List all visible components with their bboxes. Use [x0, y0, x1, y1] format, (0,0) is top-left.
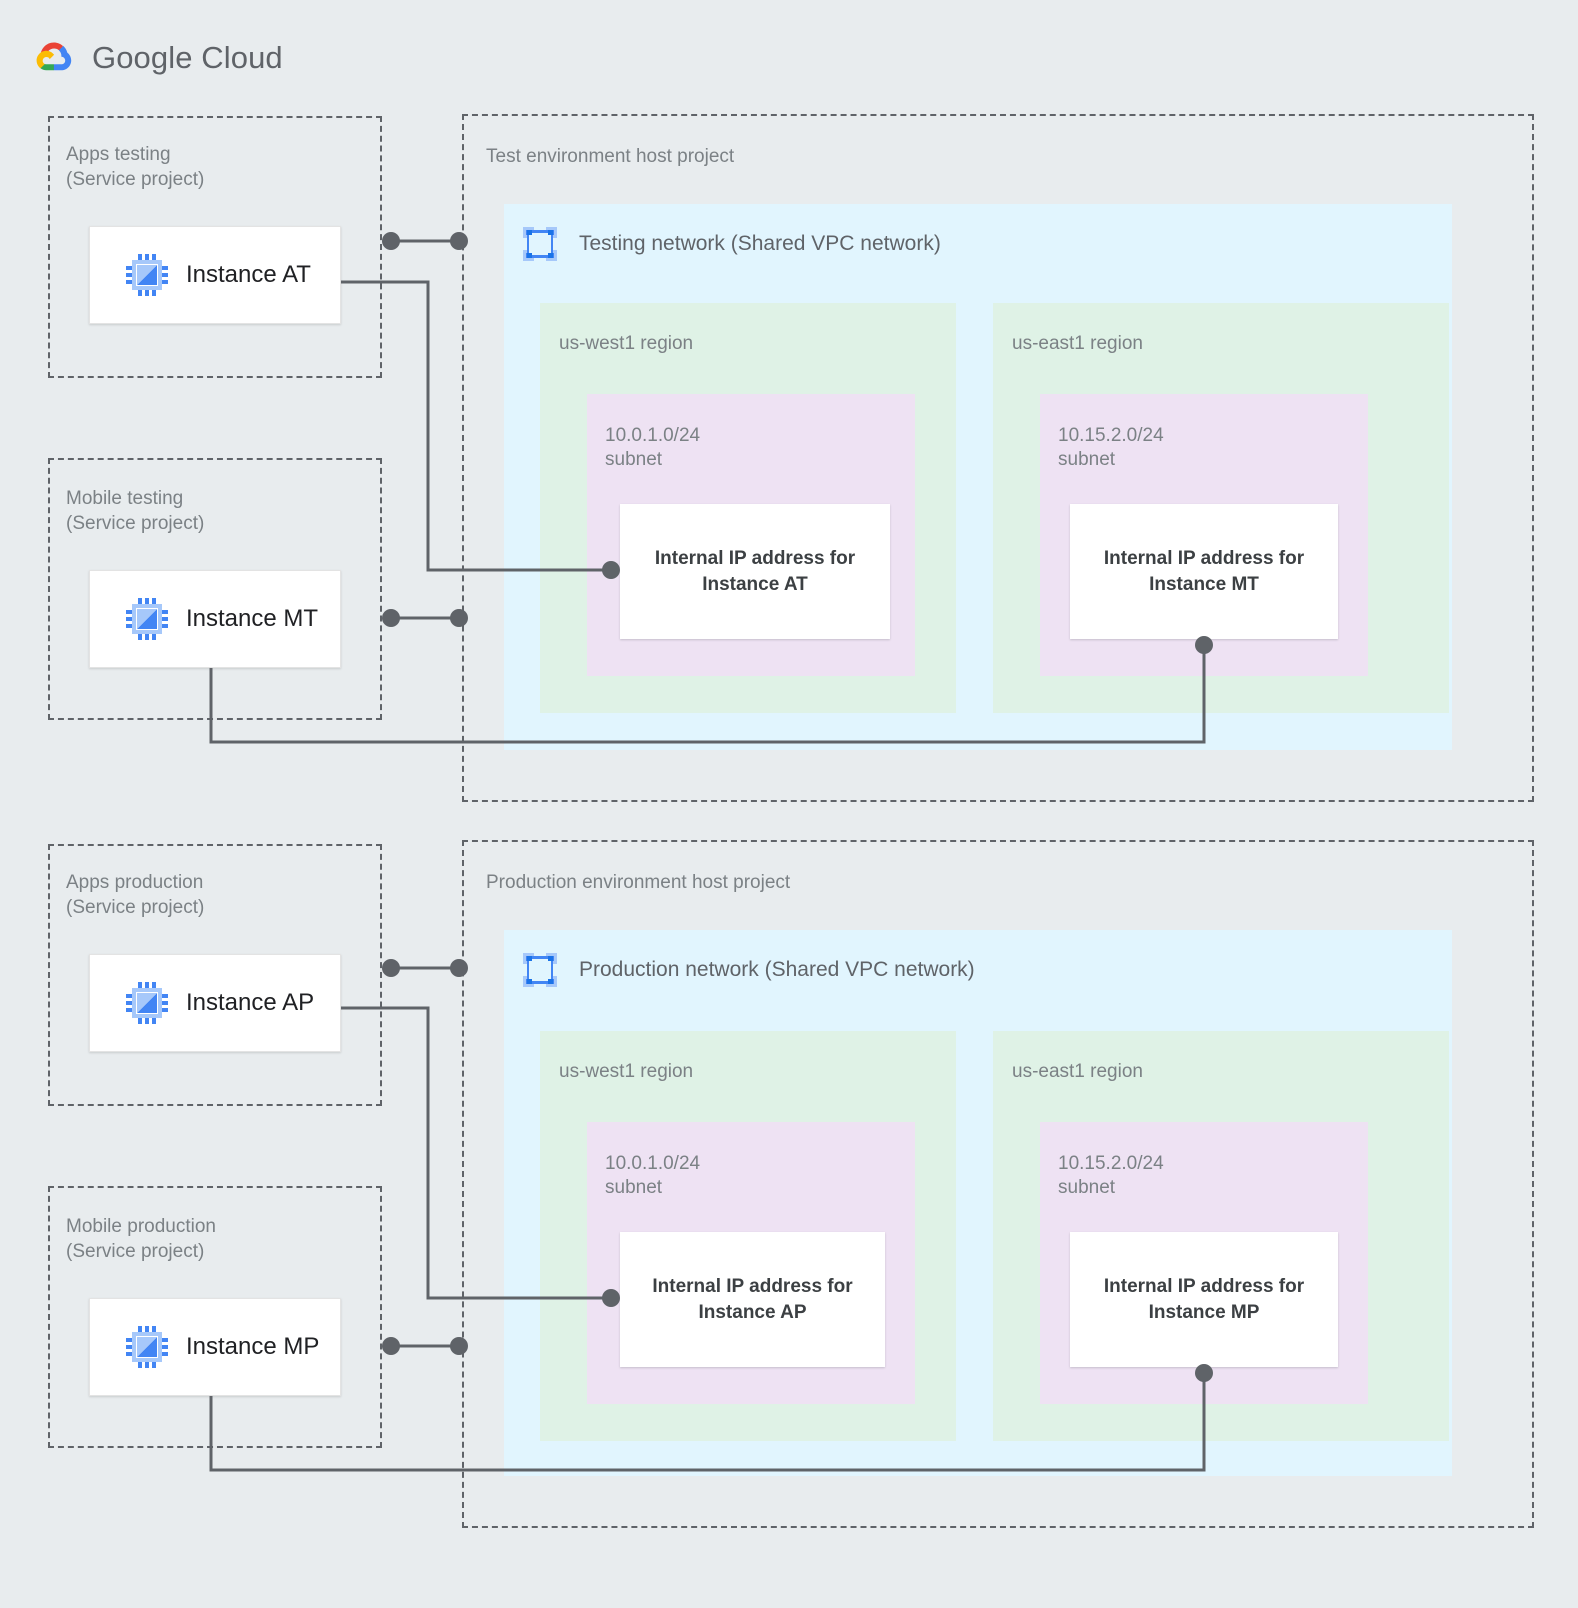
- region-test-us-west1-label: us-west1 region: [559, 333, 694, 354]
- wire-dot-at-left: [382, 232, 400, 250]
- service-project-mobile-testing-label: Mobile testing (Service project): [66, 488, 205, 534]
- service-project-apps-production-label: Apps production (Service project): [66, 872, 205, 918]
- service-project-apps-production: [48, 844, 382, 1106]
- wire-dot-ap-left: [382, 959, 400, 977]
- vpc-network-production-header: Production network (Shared VPC network): [521, 951, 975, 989]
- host-project-test-environment-label: Test environment host project: [486, 146, 735, 167]
- subnet-test-us-east1-label: 10.15.2.0/24 subnet: [1058, 425, 1164, 470]
- vpc-network-icon: [523, 227, 557, 261]
- instance-card-ap[interactable]: Instance AP: [89, 954, 341, 1052]
- region-prod-us-west1-label: us-west1 region: [559, 1061, 694, 1082]
- instance-label-at: Instance AT: [186, 261, 311, 288]
- region-test-us-east1-label: us-east1 region: [1012, 333, 1143, 354]
- compute-engine-chip-icon: [126, 982, 168, 1024]
- internal-ip-card-at-text: Internal IP address for Instance AT: [654, 547, 856, 595]
- vpc-network-testing-header: Testing network (Shared VPC network): [521, 225, 941, 263]
- service-project-apps-testing: [48, 116, 382, 378]
- google-cloud-logo-icon: [36, 42, 72, 71]
- google-cloud-logo: Google Cloud: [32, 36, 283, 80]
- internal-ip-card-mt: Internal IP address for Instance MT: [1070, 504, 1338, 639]
- subnet-prod-us-west1-label: 10.0.1.0/24 subnet: [605, 1153, 701, 1198]
- subnet-prod-us-east1-label: 10.15.2.0/24 subnet: [1058, 1153, 1164, 1198]
- instance-label-mp: Instance MP: [186, 1333, 320, 1360]
- wire-dot-mt-left: [382, 609, 400, 627]
- instance-card-mp[interactable]: Instance MP: [89, 1298, 341, 1396]
- internal-ip-card-mt-text: Internal IP address for Instance MT: [1103, 547, 1305, 595]
- internal-ip-card-at: Internal IP address for Instance AT: [620, 504, 890, 639]
- internal-ip-card-mp-text: Internal IP address for Instance MP: [1103, 1275, 1305, 1323]
- brand-name: Google Cloud: [92, 40, 283, 75]
- compute-engine-chip-icon: [126, 254, 168, 296]
- wire-dot-mp-left: [382, 1337, 400, 1355]
- host-project-production-environment-label: Production environment host project: [486, 872, 791, 893]
- instance-label-ap: Instance AP: [186, 989, 315, 1016]
- service-project-apps-testing-label: Apps testing (Service project): [66, 144, 205, 190]
- instance-card-mt[interactable]: Instance MT: [89, 570, 341, 668]
- region-prod-us-east1-label: us-east1 region: [1012, 1061, 1143, 1082]
- vpc-network-testing-title: Testing network (Shared VPC network): [579, 232, 941, 255]
- internal-ip-card-ap-text: Internal IP address for Instance AP: [652, 1275, 853, 1323]
- internal-ip-card-ap: Internal IP address for Instance AP: [620, 1232, 885, 1367]
- subnet-test-us-west1-label: 10.0.1.0/24 subnet: [605, 425, 701, 470]
- vpc-network-icon: [523, 953, 557, 987]
- compute-engine-chip-icon: [126, 598, 168, 640]
- internal-ip-card-mp: Internal IP address for Instance MP: [1070, 1232, 1338, 1367]
- compute-engine-chip-icon: [126, 1326, 168, 1368]
- vpc-network-production-title: Production network (Shared VPC network): [579, 958, 975, 981]
- instance-label-mt: Instance MT: [186, 605, 319, 632]
- service-project-mobile-production-label: Mobile production (Service project): [66, 1216, 216, 1262]
- instance-card-at[interactable]: Instance AT: [89, 226, 341, 324]
